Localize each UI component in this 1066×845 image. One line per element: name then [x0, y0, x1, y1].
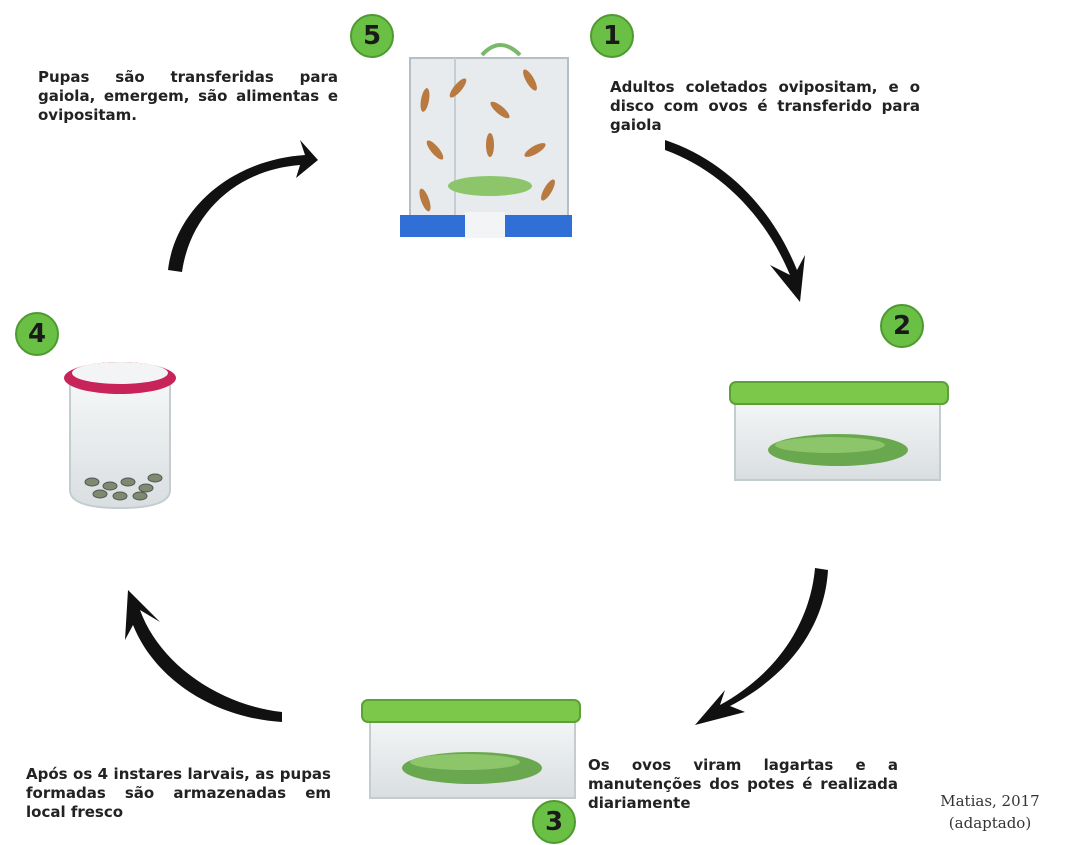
step-5-badge: 5 [350, 14, 394, 58]
step-1-badge: 1 [590, 14, 634, 58]
jar-illustration [64, 362, 176, 510]
step-1-text: Adultos coletados ovipositam, e o disco … [610, 78, 920, 134]
step-3-badge: 3 [532, 800, 576, 844]
cage-illustration [400, 43, 572, 238]
arrow-5-to-1 [168, 140, 318, 272]
container-illustration-3 [361, 699, 581, 799]
step-4-text: Após os 4 instares larvais, as pupas for… [26, 765, 331, 821]
credit-note: (adaptado) [948, 814, 1032, 832]
credit-author: Matias, 2017 [940, 792, 1040, 810]
arrow-3-to-4 [125, 590, 282, 722]
step-3-text: Os ovos viram lagartas e a manutenções d… [588, 756, 898, 812]
step-5-text: Pupas são transferidas para gaiola, emer… [38, 68, 338, 124]
step-2-badge: 2 [880, 304, 924, 348]
arrow-2-to-3 [695, 568, 828, 725]
arrow-1-to-2 [665, 140, 805, 302]
container-illustration-2 [729, 381, 949, 481]
step-4-badge: 4 [15, 312, 59, 356]
credit: Matias, 2017 (adaptado) [930, 790, 1050, 834]
